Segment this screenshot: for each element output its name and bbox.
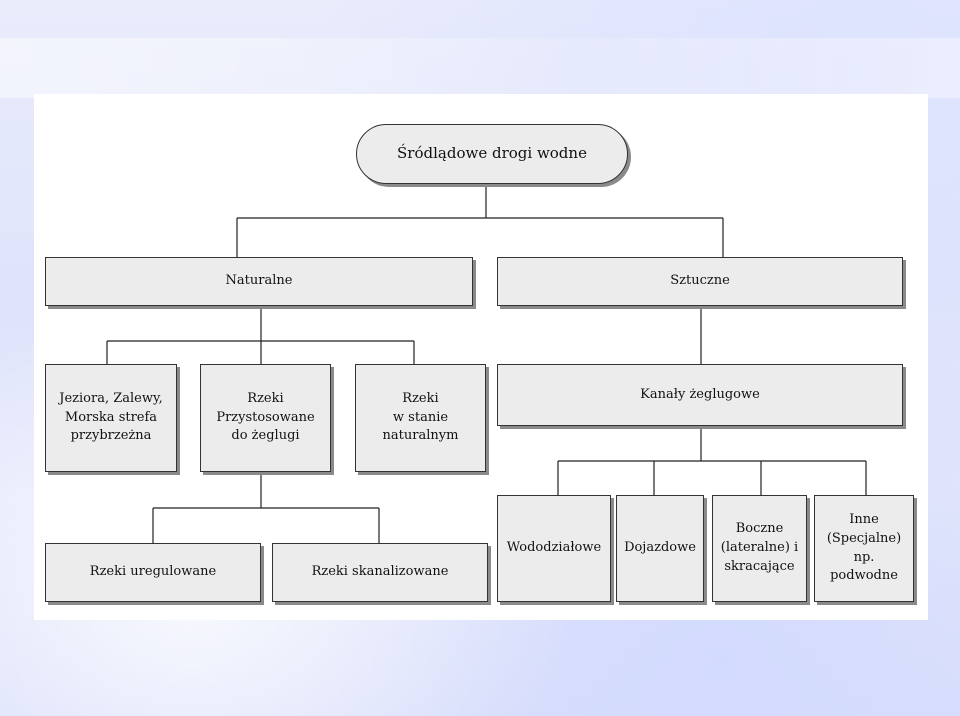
slide-header-band [0, 38, 960, 98]
node-watershed-canals: Wododziałowe [497, 495, 611, 602]
connector-lines [106, 184, 867, 543]
node-regulated-rivers: Rzeki uregulowane [45, 543, 261, 602]
node-lakes-lagoons-coastal: Jeziora, Zalewy, Morska strefa przybrzeż… [45, 364, 177, 472]
node-navigation-canals: Kanały żeglugowe [497, 364, 903, 426]
node-lateral-shortcut-canals: Boczne (lateralne) i skracające [712, 495, 807, 602]
node-artificial: Sztuczne [497, 257, 903, 306]
node-rivers-adapted: Rzeki Przystosowane do żeglugi [200, 364, 331, 472]
node-canalized-rivers: Rzeki skanalizowane [272, 543, 488, 602]
node-access-canals: Dojazdowe [616, 495, 704, 602]
node-special-canals: Inne (Specjalne) np. podwodne [814, 495, 914, 602]
waterways-org-chart: Śródlądowe drogi wodne Naturalne Sztuczn… [34, 94, 928, 620]
node-natural: Naturalne [45, 257, 473, 306]
node-inland-waterways: Śródlądowe drogi wodne [356, 124, 628, 184]
node-rivers-natural-state: Rzeki w stanie naturalnym [355, 364, 486, 472]
